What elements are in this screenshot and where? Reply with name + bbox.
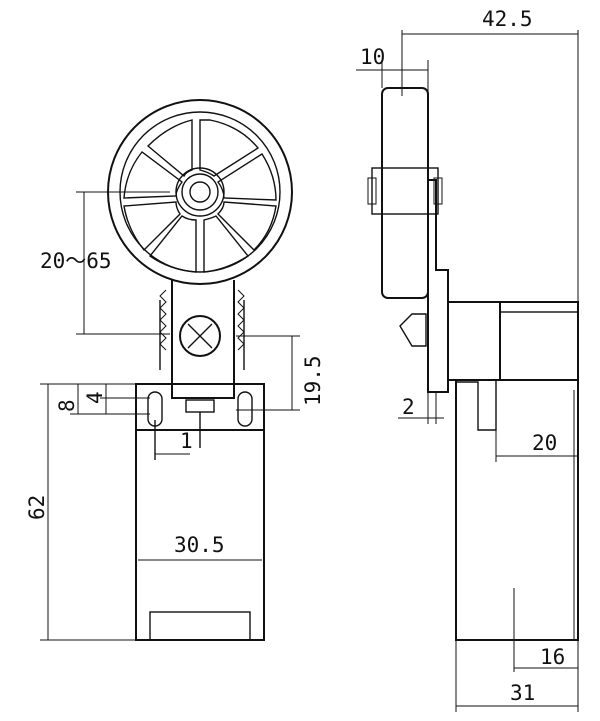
- front-dimension-lines: [40, 191, 300, 641]
- body-side: [455, 379, 579, 641]
- dim-wheel-width: 10: [360, 45, 385, 69]
- head-block-side: [447, 301, 501, 381]
- dim-overall-depth: 42.5: [482, 7, 533, 31]
- dim-axis-height: 19.5: [301, 355, 325, 406]
- dim-side-20: 20: [532, 431, 557, 455]
- mounting-head: [135, 383, 265, 460]
- dim-side-31: 31: [510, 681, 535, 705]
- screw-side: [399, 313, 427, 347]
- dim-mount-8: 8: [55, 399, 79, 412]
- dim-body-height: 62: [25, 495, 49, 520]
- switch-body: [135, 429, 265, 641]
- dim-side-16: 16: [540, 645, 565, 669]
- hub-side: [371, 167, 439, 215]
- lever-arm: [159, 280, 245, 399]
- side-dimension-lines: [356, 30, 579, 712]
- dim-mount-4: 4: [83, 391, 107, 404]
- dim-pin-offset: 1: [180, 429, 193, 453]
- front-view: 20～65 19.5 8 4 1 62 30.5: [25, 99, 325, 641]
- dim-flange-thickness: 2: [402, 395, 415, 419]
- dim-lever-range: 20～65: [40, 249, 112, 273]
- wheel-side: [381, 87, 429, 299]
- roller-wheel: [107, 99, 293, 285]
- dim-body-width: 30.5: [174, 533, 225, 557]
- side-view: 42.5 10 2 20 16 31: [356, 7, 579, 712]
